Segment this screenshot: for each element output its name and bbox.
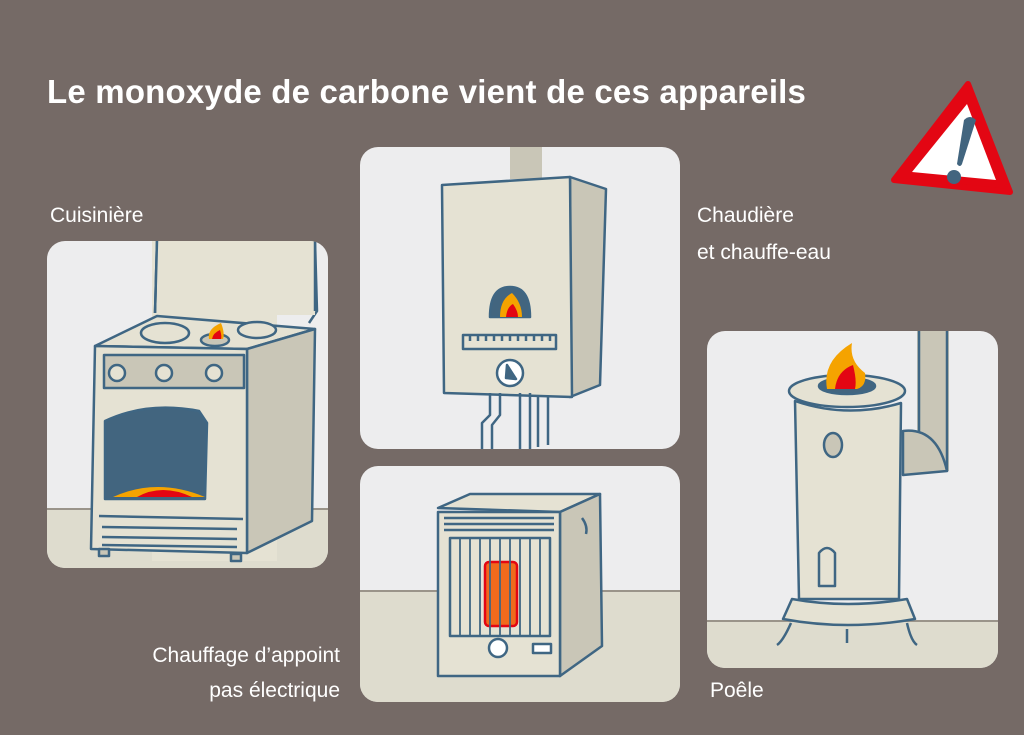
heater-label-line1: Chauffage d’appoint [152,644,340,667]
heater-label-line2: pas électrique [209,679,340,702]
stove-illustration [707,331,998,668]
heater-illustration [360,466,680,702]
cooker-illustration [47,241,328,568]
boiler-illustration [360,147,680,449]
boiler-label-line2: et chauffe-eau [697,241,831,264]
warning-triangle-icon [891,81,1013,195]
cooker-label: Cuisinière [50,204,144,227]
stove-label: Poêle [710,679,764,702]
page-title: Le monoxyde de carbone vient de ces appa… [47,73,807,110]
boiler-label-line1: Chaudière [697,204,794,227]
